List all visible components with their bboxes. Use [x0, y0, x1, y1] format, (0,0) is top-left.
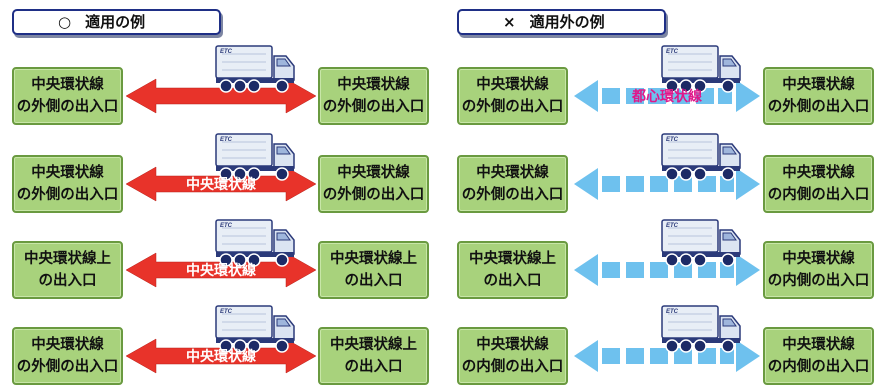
- box-line: の出入口: [344, 273, 403, 289]
- route-label: 中央環状線: [186, 263, 256, 279]
- box-line: 中央環状線上: [469, 251, 556, 267]
- box-line: 中央環状線: [31, 165, 104, 181]
- box-line: の内側の出入口: [461, 359, 564, 375]
- svg-text:ETC: ETC: [220, 309, 233, 315]
- entrance-box: 中央環状線の外側の出入口: [12, 327, 123, 385]
- box-line: 中央環状線: [476, 337, 549, 353]
- entrance-box: 中央環状線上の出入口: [318, 241, 429, 299]
- entrance-box: 中央環状線の外側の出入口: [763, 67, 874, 125]
- box-line: 中央環状線: [337, 165, 410, 181]
- svg-text:ETC: ETC: [666, 137, 679, 143]
- entrance-box: 中央環状線上の出入口: [457, 241, 568, 299]
- box-line: 中央環状線上: [330, 337, 417, 353]
- svg-text:ETC: ETC: [220, 223, 233, 229]
- svg-text:ETC: ETC: [666, 49, 679, 55]
- etc-truck-icon: ETC: [661, 219, 741, 267]
- box-line: 中央環状線: [476, 77, 549, 93]
- box-line: 中央環状線: [31, 77, 104, 93]
- box-line: の出入口: [483, 273, 542, 289]
- entrance-box: 中央環状線の外側の出入口: [12, 155, 123, 213]
- entrance-box: 中央環状線の内側の出入口: [763, 155, 874, 213]
- cross-mark: ×: [503, 13, 516, 31]
- box-line: 中央環状線: [782, 77, 855, 93]
- svg-text:ETC: ETC: [220, 137, 233, 143]
- box-line: の内側の出入口: [767, 187, 870, 203]
- box-line: の内側の出入口: [767, 273, 870, 289]
- box-line: の外側の出入口: [322, 187, 425, 203]
- route-label: 中央環状線: [186, 349, 256, 365]
- entrance-box: 中央環状線の外側の出入口: [12, 67, 123, 125]
- box-line: 中央環状線: [476, 165, 549, 181]
- entrance-box: 中央環状線上の出入口: [318, 327, 429, 385]
- box-line: 中央環状線: [337, 77, 410, 93]
- etc-truck-icon: ETC: [661, 305, 741, 353]
- svg-text:ETC: ETC: [666, 223, 679, 229]
- non-applicable-examples-header: × 適用外の例: [457, 9, 666, 35]
- etc-truck-icon: ETC: [215, 45, 295, 93]
- box-line: の外側の出入口: [16, 99, 119, 115]
- entrance-box: 中央環状線の外側の出入口: [318, 155, 429, 213]
- etc-truck-icon: ETC: [661, 133, 741, 181]
- box-line: の外側の出入口: [16, 359, 119, 375]
- etc-truck-icon: ETC: [215, 219, 295, 267]
- box-line: の内側の出入口: [767, 359, 870, 375]
- entrance-box: 中央環状線の外側の出入口: [318, 67, 429, 125]
- box-line: 中央環状線上: [24, 251, 111, 267]
- entrance-box: 中央環状線上の出入口: [12, 241, 123, 299]
- box-line: の外側の出入口: [16, 187, 119, 203]
- box-line: の外側の出入口: [322, 99, 425, 115]
- applicable-examples-header: ○ 適用の例: [12, 9, 221, 35]
- box-line: の外側の出入口: [767, 99, 870, 115]
- header-title: 適用の例: [85, 13, 146, 31]
- box-line: 中央環状線上: [330, 251, 417, 267]
- entrance-box: 中央環状線の内側の出入口: [763, 327, 874, 385]
- svg-text:ETC: ETC: [220, 49, 233, 55]
- entrance-box: 中央環状線の外側の出入口: [457, 67, 568, 125]
- etc-truck-icon: ETC: [661, 45, 741, 93]
- box-line: 中央環状線: [782, 251, 855, 267]
- entrance-box: 中央環状線の内側の出入口: [457, 327, 568, 385]
- box-line: 中央環状線: [782, 165, 855, 181]
- box-line: の外側の出入口: [461, 99, 564, 115]
- header-title: 適用外の例: [529, 13, 605, 31]
- box-line: 中央環状線: [31, 337, 104, 353]
- route-label: 中央環状線: [186, 177, 256, 193]
- etc-truck-icon: ETC: [215, 305, 295, 353]
- route-label: 都心環状線: [632, 89, 702, 105]
- box-line: 中央環状線: [782, 337, 855, 353]
- etc-truck-icon: ETC: [215, 133, 295, 181]
- box-line: の出入口: [38, 273, 97, 289]
- box-line: の出入口: [344, 359, 403, 375]
- svg-text:ETC: ETC: [666, 309, 679, 315]
- entrance-box: 中央環状線の外側の出入口: [457, 155, 568, 213]
- entrance-box: 中央環状線の内側の出入口: [763, 241, 874, 299]
- circle-mark: ○: [58, 13, 72, 31]
- box-line: の外側の出入口: [461, 187, 564, 203]
